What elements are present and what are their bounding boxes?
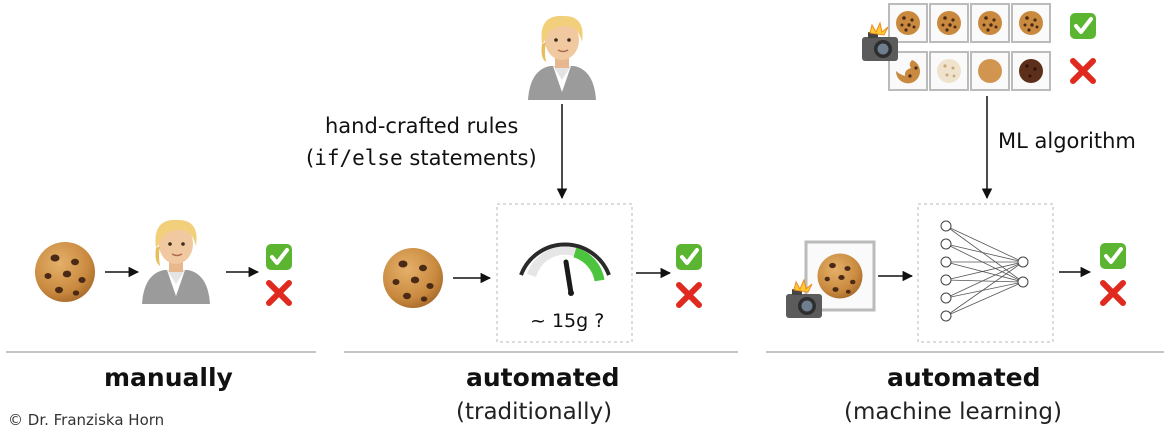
nn-connection [945,225,1024,283]
rules-label-rest: statements) [402,146,537,170]
nn-input-node [940,310,952,322]
nn-connection [945,261,1024,317]
cross-mark-icon [1073,61,1093,81]
manual-section [6,219,316,353]
cross-mark-icon [1103,283,1123,303]
check-mark-icon [674,242,704,272]
nn-connection [945,261,1024,281]
check-mark-icon [264,242,294,272]
ml-title: automated [887,363,1041,392]
nn-connection [945,243,1024,263]
nn-input-node [940,256,952,268]
traditional-subtitle: (traditionally) [456,399,613,425]
nn-connection [945,243,1024,283]
nn-input-node [940,238,952,250]
cross-mark-icon [679,285,699,305]
rules-label-line2: (if/else statements) [306,146,537,170]
nn-connection [945,281,1024,299]
neural-network-icon [940,220,1029,322]
gauge-icon [519,242,611,296]
cross-mark-icon [269,283,289,303]
model-box [917,203,1054,343]
copyright-notice: © Dr. Franziska Horn [8,411,165,429]
cookie-icon [817,253,863,299]
nn-input-node [940,274,952,286]
rules-label-open-paren: ( [306,146,315,170]
ml-section [766,3,1164,353]
training-data-grid [861,3,1098,91]
cookie-icon [383,248,443,308]
nn-output-node [1017,256,1029,268]
check-mark-icon [1098,241,1128,271]
nn-connection [945,281,1024,317]
nn-output-node [1017,276,1029,288]
gauge-value-label: ~ 15g ? [530,310,605,332]
check-mark-icon [1068,11,1098,41]
person-icon [141,219,211,305]
rules-label-line1: hand-crafted rules [325,114,519,138]
ml-subtitle: (machine learning) [844,399,1062,425]
rules-label-code: if/else [314,146,403,170]
nn-connection [945,279,1024,283]
nn-input-node [940,292,952,304]
rule-box [496,203,633,343]
traditional-section [344,15,738,353]
traditional-title: automated [466,363,620,392]
nn-input-node [940,220,952,232]
nn-connection [945,225,1024,263]
nn-connection [945,261,1024,283]
cookie-icon [35,242,95,302]
ml-algorithm-label: ML algorithm [998,129,1136,153]
person-icon [527,15,597,101]
nn-connection [945,261,1024,299]
manual-title: manually [104,363,233,392]
